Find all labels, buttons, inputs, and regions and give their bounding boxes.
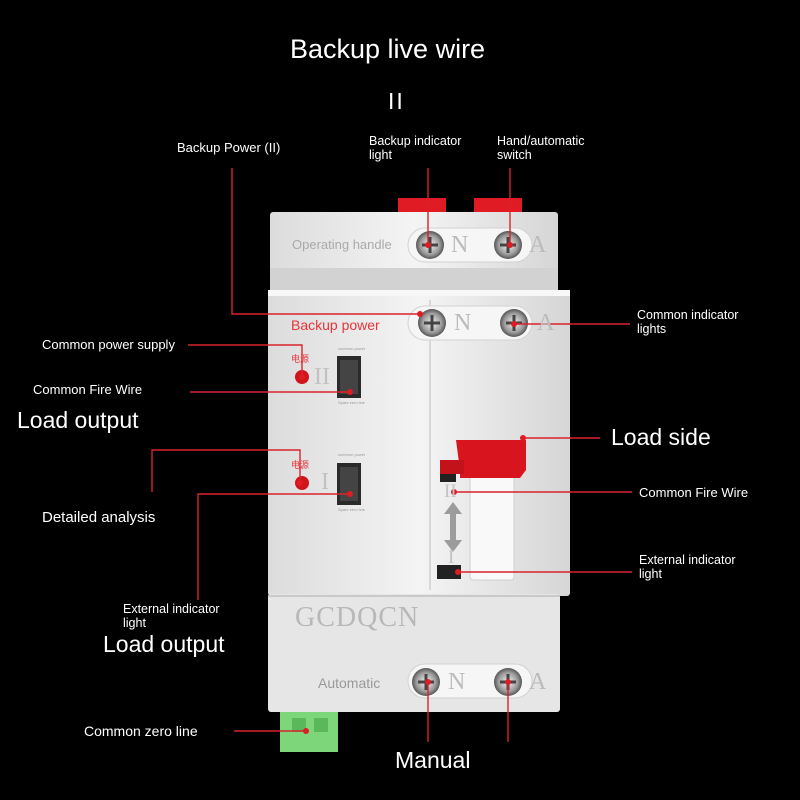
callout-external-indicator-left: External indicator light — [123, 602, 220, 630]
green-connector — [280, 712, 338, 752]
callout-load-output-2: Load output — [103, 631, 225, 657]
callout-backup-indicator: Backup indicator light — [369, 134, 462, 162]
terminal-n-top: N — [451, 232, 469, 258]
switch-lower-label: I — [448, 547, 455, 568]
callout-common-indicator: Common indicator lights — [637, 308, 739, 336]
leader-dots — [297, 242, 526, 734]
double-arrow-icon — [444, 502, 462, 552]
callout-common-fire-wire-right: Common Fire Wire — [639, 485, 749, 500]
operating-handle-label: Operating handle — [292, 237, 392, 252]
terminal-n-mid: N — [454, 310, 472, 336]
automatic-label: Automatic — [318, 675, 381, 691]
tiny-label-top-ii: common power — [338, 346, 366, 351]
callout-external-indicator-right: External indicator light — [639, 553, 736, 581]
operating-handle — [456, 440, 526, 478]
tiny-label-bottom-ii: Spare zero line — [338, 400, 365, 405]
switch-upper-label: II — [444, 481, 457, 502]
callout-common-fire-wire-left: Common Fire Wire — [33, 382, 143, 397]
callout-backup-power-ii: Backup Power (II) — [177, 140, 281, 155]
indicator-cn-label-ii: 电源 — [291, 354, 310, 364]
page-title: Backup live wire — [290, 34, 486, 64]
tiny-label-bottom-i: Spare zero line — [338, 507, 365, 512]
indicator-cn-label-i: 电源 — [291, 460, 310, 470]
callout-common-power-supply: Common power supply — [42, 337, 175, 352]
terminal-a-bottom: A — [529, 669, 547, 695]
callout-common-zero-line: Common zero line — [84, 723, 198, 739]
callout-manual: Manual — [395, 747, 471, 773]
terminal-a-mid: A — [537, 310, 555, 336]
roman-i-label: I — [321, 469, 329, 495]
handle-slot — [469, 467, 515, 581]
backup-power-label: Backup power — [291, 317, 380, 333]
callout-load-output-1: Load output — [17, 407, 139, 433]
screw-icon — [418, 309, 446, 337]
callout-hand-auto-switch: Hand/automatic switch — [497, 134, 585, 162]
tiny-label-top-i: common power — [338, 452, 366, 457]
terminal-n-bottom: N — [448, 669, 466, 695]
leader-lines — [151, 168, 632, 742]
brand-label: GCDQCN — [295, 602, 420, 633]
callout-detailed-analysis: Detailed analysis — [42, 509, 156, 526]
terminal-a-top: A — [529, 232, 547, 258]
callout-load-side: Load side — [611, 424, 711, 450]
roman-ii-label: II — [314, 364, 330, 390]
roman-numeral-ii: II — [388, 88, 405, 114]
